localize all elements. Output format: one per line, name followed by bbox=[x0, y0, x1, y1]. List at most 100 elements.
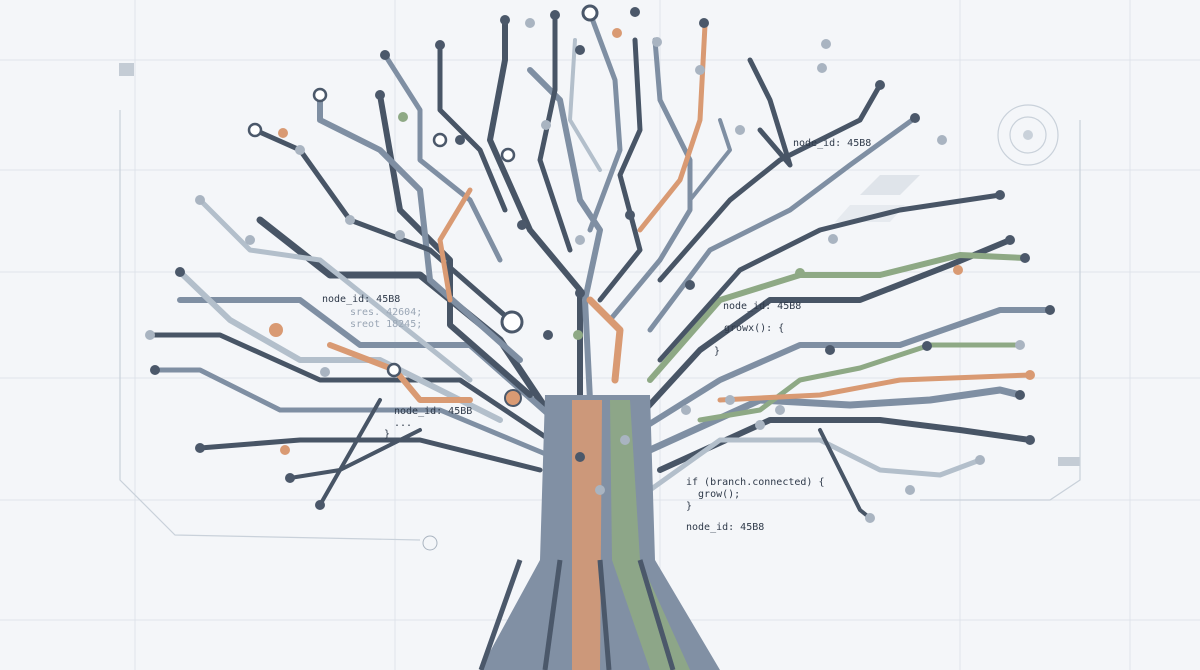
target-ring bbox=[1009, 116, 1047, 154]
branch-trace bbox=[568, 38, 602, 172]
branch-trace bbox=[487, 17, 583, 433]
node-dot bbox=[905, 485, 915, 495]
branch-trace bbox=[647, 437, 983, 493]
node-dot bbox=[652, 37, 662, 47]
node-dot bbox=[630, 7, 640, 17]
crosshair-ring bbox=[422, 535, 438, 551]
grow-call-line: growx(): { bbox=[724, 323, 785, 334]
node-dot bbox=[1020, 253, 1030, 263]
node-dot bbox=[937, 135, 947, 145]
node-dot bbox=[380, 50, 390, 60]
branch-trace bbox=[647, 252, 1028, 383]
node-dot bbox=[685, 280, 695, 290]
node-dot bbox=[828, 234, 838, 244]
branch-trace bbox=[197, 197, 473, 383]
node-dot bbox=[375, 90, 385, 100]
node-dot bbox=[285, 473, 295, 483]
branch-trace bbox=[657, 82, 883, 283]
node-dot bbox=[1025, 435, 1035, 445]
branch-trace bbox=[288, 428, 422, 480]
panel-shape bbox=[860, 175, 920, 195]
node-dot bbox=[541, 120, 551, 130]
if-statement-line-2: grow(); bbox=[686, 489, 741, 500]
tree-nodes bbox=[145, 4, 1055, 523]
node-large-orange bbox=[504, 389, 522, 407]
node-dot bbox=[1025, 370, 1035, 380]
node-dot bbox=[395, 230, 405, 240]
node-ring bbox=[247, 122, 263, 138]
node-ring bbox=[312, 87, 328, 103]
branch-trace bbox=[197, 437, 543, 473]
node-dot bbox=[455, 135, 465, 145]
node-dot bbox=[145, 330, 155, 340]
node-ring bbox=[386, 362, 402, 378]
node-dot bbox=[195, 195, 205, 205]
branch-trace bbox=[377, 92, 533, 398]
node-dot bbox=[681, 405, 691, 415]
target-center bbox=[1023, 130, 1033, 140]
trunk-accent-orange bbox=[572, 400, 602, 670]
node-dot bbox=[865, 513, 875, 523]
node-id-label-top-right: node_id: 45B8 bbox=[793, 138, 872, 149]
node-dot bbox=[625, 210, 635, 220]
branch-trace bbox=[152, 367, 551, 458]
node-dot bbox=[612, 28, 622, 38]
branch-trace bbox=[382, 52, 503, 263]
node-dot bbox=[595, 485, 605, 495]
node-dot bbox=[525, 18, 535, 28]
grow-close-brace: } bbox=[714, 346, 721, 357]
node-dot bbox=[575, 452, 585, 462]
branch-trace bbox=[437, 187, 473, 303]
branch-trace bbox=[437, 42, 508, 213]
node-dot bbox=[695, 65, 705, 75]
branch-trace bbox=[607, 37, 693, 323]
node-ring bbox=[500, 147, 516, 163]
code-ellipsis: ... bbox=[394, 418, 413, 429]
node-dot bbox=[910, 113, 920, 123]
node-dot bbox=[320, 367, 330, 377]
node-dot bbox=[175, 267, 185, 277]
trunk-root-trace bbox=[637, 559, 676, 670]
trunk-root-trace bbox=[542, 559, 563, 670]
node-dot bbox=[245, 235, 255, 245]
branch-trace bbox=[818, 428, 872, 520]
node-dot bbox=[295, 145, 305, 155]
node-dot bbox=[550, 10, 560, 20]
node-dot bbox=[620, 435, 630, 445]
panel-shape bbox=[835, 205, 905, 222]
node-id-label-left: node_id: 45B8 bbox=[322, 294, 401, 305]
branch-trace bbox=[717, 372, 1033, 403]
tree-trunk bbox=[478, 395, 720, 670]
node-dot bbox=[1045, 305, 1055, 315]
node-dot bbox=[699, 18, 709, 28]
node-dot bbox=[1015, 340, 1025, 350]
branch-trace bbox=[646, 386, 1024, 454]
node-dot bbox=[345, 215, 355, 225]
branch-trace bbox=[647, 115, 918, 333]
node-dot bbox=[953, 265, 963, 275]
frame-trace bbox=[920, 120, 1081, 501]
trunk-accent-green bbox=[610, 400, 690, 670]
branch-trace bbox=[177, 269, 503, 423]
branch-trace bbox=[637, 307, 1053, 433]
branch-trace bbox=[597, 37, 643, 303]
node-dot bbox=[995, 190, 1005, 200]
node-id-label-bottom: node_id: 45B8 bbox=[686, 522, 765, 533]
node-large-ring bbox=[500, 310, 524, 334]
branch-trace bbox=[657, 192, 1003, 363]
left-meta-line-2: sreot 18245; bbox=[350, 319, 423, 330]
branch-trace bbox=[318, 398, 382, 507]
node-dot bbox=[795, 268, 805, 278]
node-dot bbox=[500, 15, 510, 25]
node-dot bbox=[875, 80, 885, 90]
branch-trace bbox=[252, 127, 513, 323]
node-large-ring bbox=[581, 4, 599, 22]
node-dot bbox=[573, 330, 583, 340]
corner-square bbox=[1058, 457, 1080, 466]
node-dot bbox=[825, 345, 835, 355]
if-statement-line-3: } bbox=[686, 501, 693, 512]
branch-trace bbox=[688, 118, 732, 202]
node-dot bbox=[435, 40, 445, 50]
